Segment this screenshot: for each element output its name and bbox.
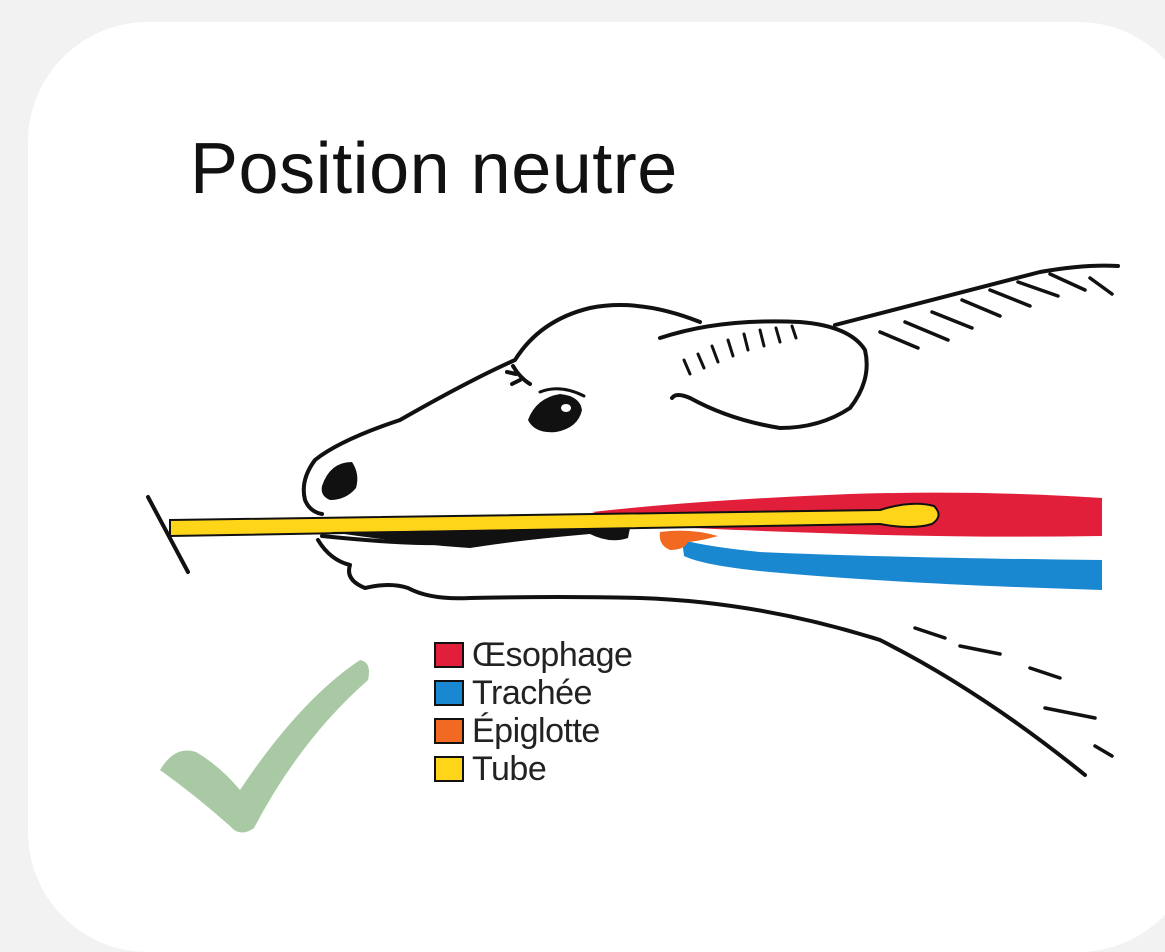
legend-item-esophagus: Œsophage bbox=[434, 636, 632, 674]
epiglottis-swatch bbox=[434, 718, 464, 744]
eye-icon bbox=[528, 389, 584, 432]
legend-label: Tube bbox=[472, 752, 546, 786]
tube-swatch bbox=[434, 756, 464, 782]
legend-item-tube: Tube bbox=[434, 750, 632, 788]
legend: Œsophage Trachée Épiglotte Tube bbox=[434, 636, 632, 788]
legend-label: Œsophage bbox=[472, 638, 632, 672]
esophagus-swatch bbox=[434, 642, 464, 668]
ear-hair-lines bbox=[684, 326, 796, 374]
trachea-swatch bbox=[434, 680, 464, 706]
legend-item-epiglottis: Épiglotte bbox=[434, 712, 632, 750]
trachea-shape bbox=[682, 540, 1102, 590]
nostril-icon bbox=[322, 462, 358, 500]
checkmark-icon bbox=[160, 660, 369, 833]
legend-item-trachea: Trachée bbox=[434, 674, 632, 712]
legend-label: Épiglotte bbox=[472, 714, 600, 748]
legend-label: Trachée bbox=[472, 676, 592, 710]
